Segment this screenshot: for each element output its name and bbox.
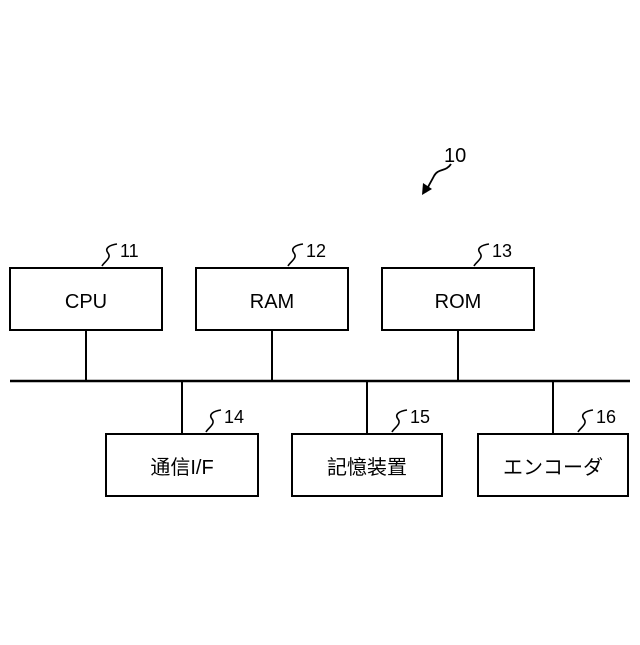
block-cpu-label: CPU — [65, 291, 107, 313]
ref-leader-11 — [102, 244, 117, 266]
block-encoder-label: エンコーダ — [503, 456, 603, 479]
ref-label-13: 13 — [492, 241, 512, 261]
ref-label-14: 14 — [224, 407, 244, 427]
block-ram: RAM 12 — [196, 241, 348, 381]
figure-ref-label: 10 — [444, 145, 466, 167]
block-comm-if: 通信I/F 14 — [106, 381, 258, 496]
ref-leader-15 — [392, 410, 407, 432]
block-ram-label: RAM — [250, 291, 294, 313]
figure-ref-arrowhead — [422, 183, 432, 195]
ref-label-11: 11 — [120, 241, 139, 261]
ref-label-15: 15 — [410, 407, 430, 427]
ref-leader-13 — [474, 244, 489, 266]
block-cpu: CPU 11 — [10, 241, 162, 381]
block-encoder: エンコーダ 16 — [478, 381, 628, 496]
ref-label-16: 16 — [596, 407, 616, 427]
block-rom: ROM 13 — [382, 241, 534, 381]
ref-leader-16 — [578, 410, 593, 432]
ref-leader-14 — [206, 410, 221, 432]
ref-label-12: 12 — [306, 241, 326, 261]
block-rom-label: ROM — [435, 291, 482, 313]
block-storage-label: 記憶装置 — [327, 456, 407, 479]
ref-leader-12 — [288, 244, 303, 266]
block-storage: 記憶装置 15 — [292, 381, 442, 496]
block-comm-if-label: 通信I/F — [150, 456, 213, 479]
